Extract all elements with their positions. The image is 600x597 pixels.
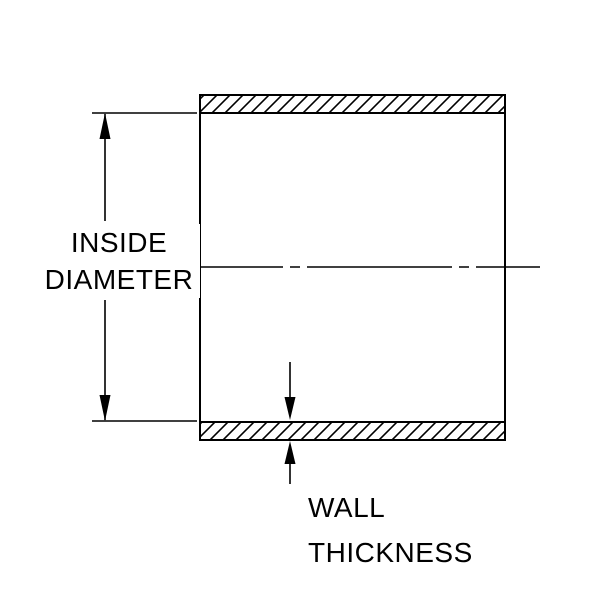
tube-wall-bottom-hatch bbox=[199, 421, 506, 441]
wall-thickness-arrow-up-icon bbox=[284, 441, 296, 464]
arrow-down-icon bbox=[99, 395, 111, 421]
inside-diameter-label-line1: INSIDE bbox=[70, 227, 168, 258]
wall-thickness-label: WALL THICKNESS bbox=[308, 485, 473, 575]
inside-diameter-label: INSIDE DIAMETER bbox=[38, 224, 200, 298]
wall-thickness-label-line2: THICKNESS bbox=[308, 537, 473, 568]
inside-diameter-label-line2: DIAMETER bbox=[44, 264, 194, 295]
arrow-up-icon bbox=[99, 113, 111, 139]
tube-wall-top-hatch bbox=[199, 94, 506, 114]
wall-thickness-label-line1: WALL bbox=[308, 492, 386, 523]
wall-thickness-arrow-down-icon bbox=[284, 397, 296, 420]
